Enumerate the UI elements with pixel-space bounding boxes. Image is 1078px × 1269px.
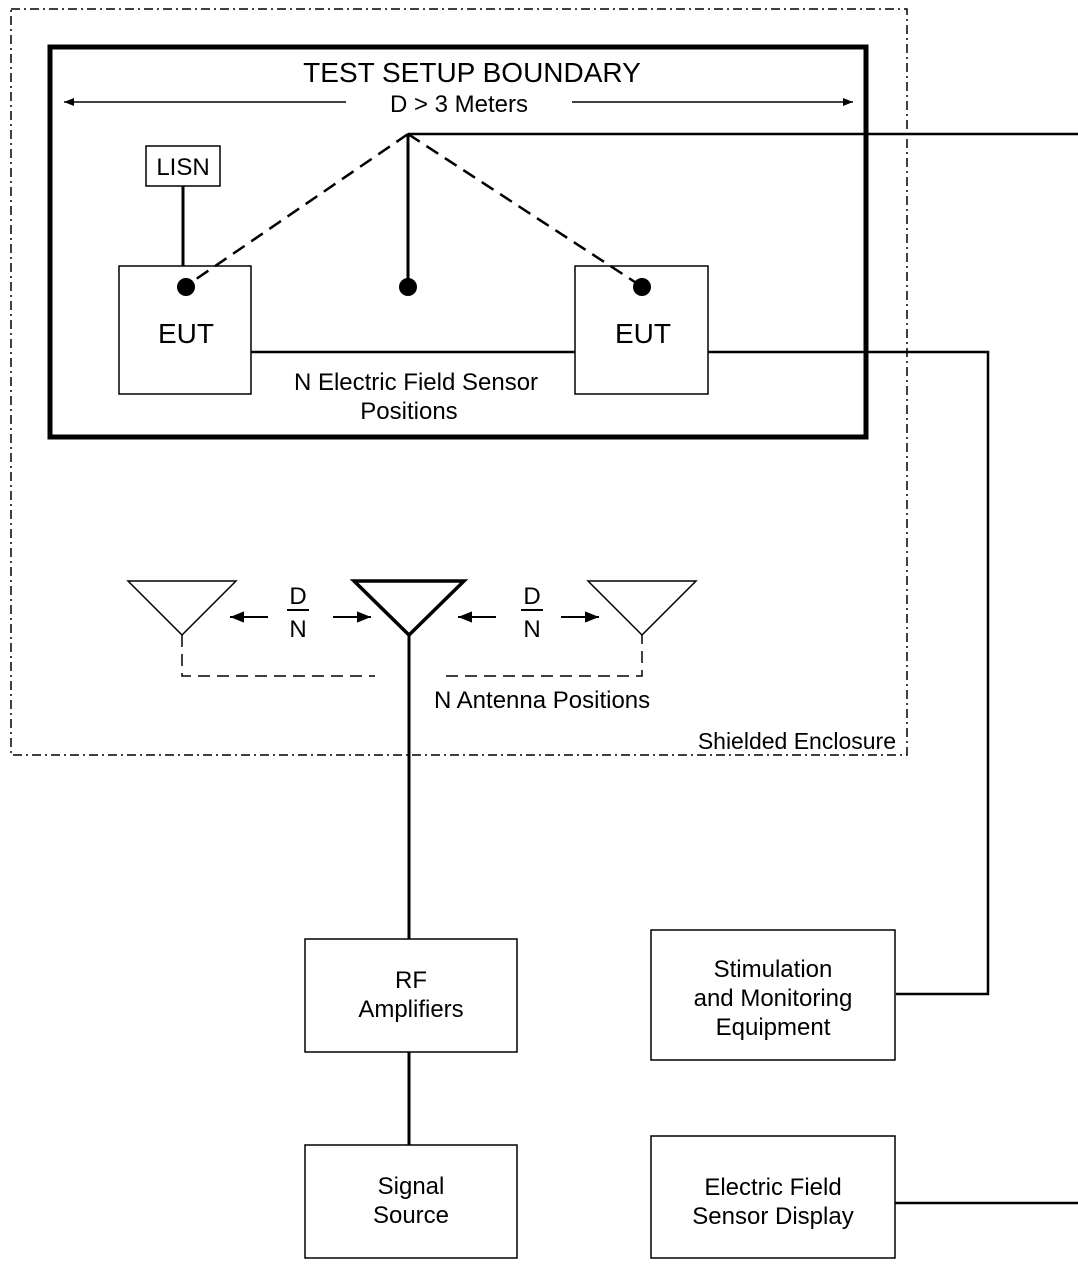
antenna-dashed-left bbox=[181, 635, 375, 677]
eut-left-box bbox=[118, 265, 252, 395]
sensor-dot-left bbox=[177, 278, 195, 296]
sensor-display-box bbox=[650, 1135, 896, 1259]
antenna-dashed-right bbox=[446, 635, 643, 677]
stimulation-monitoring-box bbox=[650, 929, 896, 1061]
sensor-dot-right bbox=[633, 278, 651, 296]
test-setup-boundary bbox=[47, 44, 869, 440]
stimulation-label-1: Stimulation bbox=[714, 956, 833, 983]
signal-source-label-1: Signal bbox=[378, 1173, 445, 1200]
boundary-title: TEST SETUP BOUNDARY bbox=[303, 57, 641, 88]
spacing-2-denominator: N bbox=[523, 616, 540, 643]
signal-source-label-2: Source bbox=[373, 1202, 449, 1229]
rf-amplifiers-label-2: Amplifiers bbox=[358, 996, 463, 1023]
eut-right-label: EUT bbox=[615, 318, 671, 349]
sensor-dashed-left bbox=[185, 132, 409, 288]
eut-right-box bbox=[574, 265, 709, 395]
sensor-positions-label-1: N Electric Field Sensor bbox=[294, 369, 538, 396]
antenna-right-icon bbox=[586, 580, 698, 637]
distance-label: D > 3 Meters bbox=[390, 91, 528, 118]
sensor-dashed-right bbox=[407, 132, 642, 288]
stimulation-label-2: and Monitoring bbox=[694, 985, 853, 1012]
spacing-1-denominator: N bbox=[289, 616, 306, 643]
sensor-positions-label-2: Positions bbox=[360, 398, 457, 425]
spacing-1-numerator: D bbox=[289, 583, 306, 610]
signal-source-box bbox=[304, 1144, 518, 1259]
eut-cable-to-stimulation bbox=[708, 350, 990, 996]
sensor-display-label-1: Electric Field bbox=[704, 1174, 841, 1201]
sensor-display-label-2: Sensor Display bbox=[692, 1203, 853, 1230]
shielded-enclosure bbox=[10, 8, 908, 756]
lisn-box bbox=[145, 145, 221, 187]
stimulation-label-3: Equipment bbox=[716, 1014, 831, 1041]
rf-amplifiers-label-1: RF bbox=[395, 967, 427, 994]
antenna-left-icon bbox=[126, 580, 238, 637]
spacing-2-numerator: D bbox=[523, 583, 540, 610]
eut-left-label: EUT bbox=[158, 318, 214, 349]
shielded-enclosure-label: Shielded Enclosure bbox=[698, 728, 896, 754]
antenna-positions-label: N Antenna Positions bbox=[434, 687, 650, 714]
sensor-dot-center bbox=[399, 278, 417, 296]
antenna-center-icon bbox=[349, 579, 469, 638]
lisn-label: LISN bbox=[156, 154, 209, 181]
rf-amplifiers-box bbox=[304, 938, 518, 1053]
